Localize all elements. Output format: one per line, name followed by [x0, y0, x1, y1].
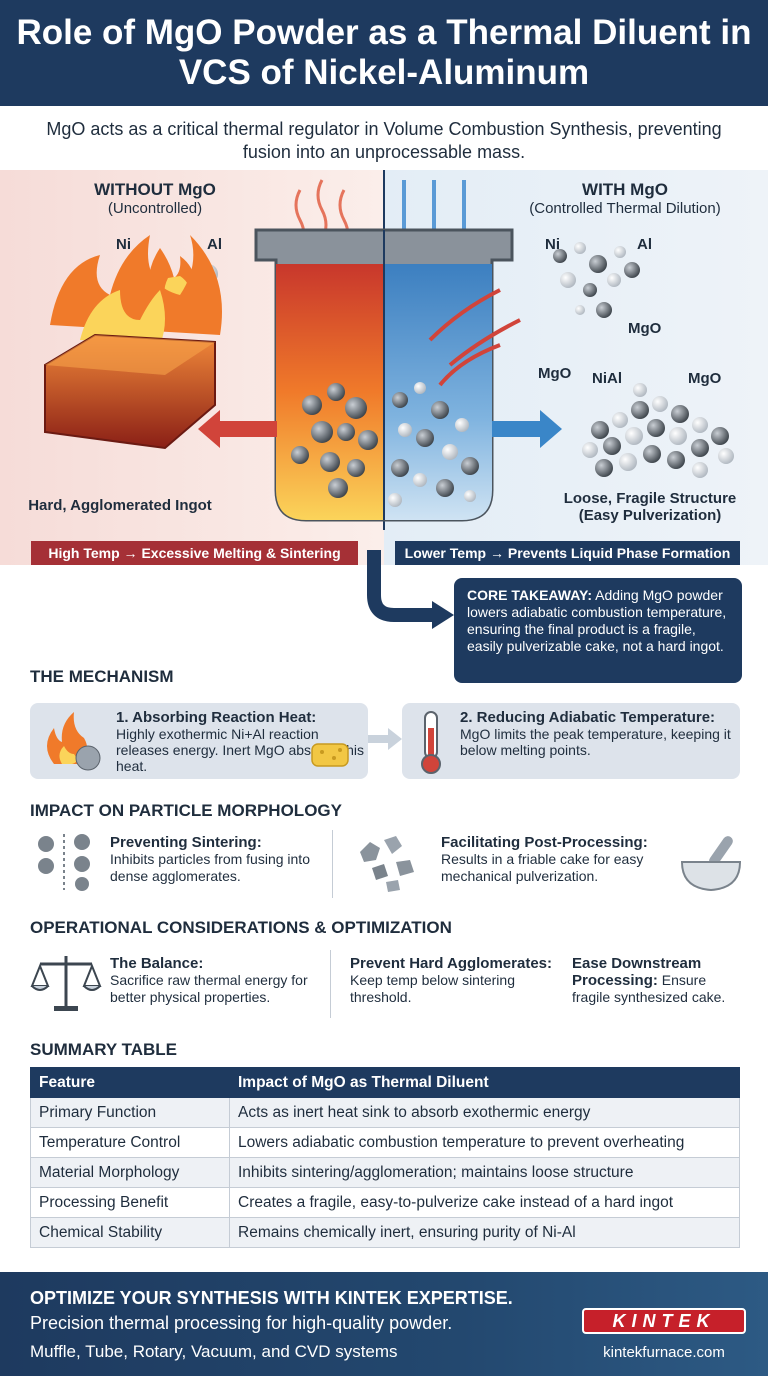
flame-sponge-icon — [47, 712, 101, 771]
without-mgo-heading: WITHOUT MgO (Uncontrolled) — [40, 180, 270, 217]
morphology-item-2-body: Results in a friable cake for easy mecha… — [441, 851, 644, 884]
loose-structure-caption: Loose, Fragile Structure (Easy Pulveriza… — [550, 490, 750, 524]
operational-item-3-body: Ensure fragile synthesized cake. — [572, 972, 726, 1005]
mechanism-card-2-body: MgO limits the peak temperature, keeping… — [460, 726, 731, 758]
morphology-item-1-title: Preventing Sintering: — [110, 834, 262, 851]
mgo-label-pile: MgO — [688, 370, 722, 387]
table-row: Temperature Control Lowers adiabatic com… — [30, 1127, 740, 1158]
sponge-icon — [311, 743, 349, 767]
intro-text: MgO acts as a critical thermal regulator… — [46, 119, 722, 162]
footer-banner: OPTIMIZE YOUR SYNTHESIS WITH KINTEK EXPE… — [0, 1272, 768, 1376]
table-cell-feature: Material Morphology — [30, 1157, 230, 1188]
mechanism-card-2-text: 2. Reducing Adiabatic Temperature: MgO l… — [460, 709, 738, 759]
vessel-illustration — [0, 170, 768, 565]
operational-item-3-title: Ease Downstream Processing: — [572, 955, 702, 989]
with-mgo-subtitle: (Controlled Thermal Dilution) — [529, 200, 721, 217]
operational-item-2-body: Keep temp below sintering threshold. — [350, 972, 515, 1005]
summary-title: SUMMARY TABLE — [30, 1040, 178, 1059]
table-cell-impact: Creates a fragile, easy-to-pulverize cak… — [229, 1187, 740, 1218]
footer-subline: Precision thermal processing for high-qu… — [30, 1313, 453, 1333]
morphology-item-2: Facilitating Post-Processing: Results in… — [441, 834, 711, 885]
ni-label-left: Ni — [116, 236, 131, 253]
morphology-item-1-body: Inhibits particles from fusing into dens… — [110, 851, 310, 884]
table-row: Material Morphology Inhibits sintering/a… — [30, 1157, 740, 1188]
morphology-item-1: Preventing Sintering: Inhibits particles… — [110, 834, 325, 885]
low-temp-banner: Lower Temp → Prevents Liquid Phase Forma… — [395, 541, 740, 565]
operational-item-1-body: Sacrifice raw thermal energy for better … — [110, 972, 308, 1005]
footer-headline: OPTIMIZE YOUR SYNTHESIS WITH KINTEK EXPE… — [30, 1288, 513, 1308]
table-header-row: Feature Impact of MgO as Thermal Diluent — [30, 1067, 740, 1098]
mechanism-card-2-title: 2. Reducing Adiabatic Temperature: — [460, 709, 716, 726]
morphology-title: IMPACT ON PARTICLE MORPHOLOGY — [30, 801, 342, 820]
crushed-cake-icon — [360, 836, 414, 892]
al-label-right: Al — [637, 236, 652, 253]
operational-item-2-title: Prevent Hard Agglomerates: — [350, 955, 553, 972]
table-row: Chemical Stability Remains chemically in… — [30, 1217, 740, 1248]
table-header-impact: Impact of MgO as Thermal Diluent — [229, 1067, 740, 1098]
table-cell-feature: Chemical Stability — [30, 1217, 230, 1248]
takeaway-label: CORE TAKEAWAY: — [467, 587, 592, 603]
mechanism-title: THE MECHANISM — [30, 667, 174, 686]
table-cell-feature: Primary Function — [30, 1097, 230, 1128]
with-mgo-title: WITH MgO — [582, 180, 668, 199]
summary-table: Feature Impact of MgO as Thermal Diluent… — [30, 1067, 740, 1248]
with-mgo-heading: WITH MgO (Controlled Thermal Dilution) — [500, 180, 750, 217]
mortar-pestle-icon — [680, 836, 742, 892]
table-cell-impact: Inhibits sintering/agglomeration; mainta… — [229, 1157, 740, 1188]
mechanism-card-1-title: 1. Absorbing Reaction Heat: — [116, 709, 317, 726]
footer-url-link[interactable]: kintekfurnace.com — [603, 1344, 725, 1361]
table-cell-feature: Processing Benefit — [30, 1187, 230, 1218]
mechanism-card-1-body: Highly exothermic Ni+Al reaction release… — [116, 726, 364, 774]
loose-structure-line1: Loose, Fragile Structure — [563, 490, 737, 507]
table-row: Processing Benefit Creates a fragile, ea… — [30, 1187, 740, 1218]
kintek-logo[interactable]: KINTEK — [582, 1308, 746, 1334]
operational-item-2: Prevent Hard Agglomerates: Keep temp bel… — [350, 955, 560, 1006]
takeaway-text: Adding MgO powder lowers adiabatic combu… — [467, 587, 727, 654]
ingot-caption: Hard, Agglomerated Ingot — [28, 497, 212, 514]
table-cell-impact: Remains chemically inert, ensuring purit… — [229, 1217, 740, 1248]
high-temp-banner: High Temp → Excessive Melting & Sinterin… — [31, 541, 358, 565]
operational-title: OPERATIONAL CONSIDERATIONS & OPTIMIZATIO… — [30, 918, 452, 937]
table-cell-impact: Lowers adiabatic combustion temperature … — [229, 1127, 740, 1158]
page-title: Role of MgO Powder as a Thermal Diluent … — [16, 13, 752, 92]
separated-particles-icon — [38, 834, 90, 891]
operational-item-1: The Balance: Sacrifice raw thermal energ… — [110, 955, 325, 1006]
thermometer-icon — [421, 711, 441, 774]
without-mgo-title: WITHOUT MgO — [94, 180, 216, 199]
takeaway-arrow-icon — [367, 565, 454, 629]
table-cell-impact: Acts as inert heat sink to absorb exothe… — [229, 1097, 740, 1128]
table-header-feature: Feature — [30, 1067, 230, 1098]
table-row: Primary Function Acts as inert heat sink… — [30, 1097, 740, 1128]
mgo-label-cluster: MgO — [628, 320, 662, 337]
morphology-item-2-title: Facilitating Post-Processing: — [441, 834, 648, 851]
mechanism-arrow-icon — [368, 728, 402, 750]
operational-item-1-title: The Balance: — [110, 955, 204, 972]
mechanism-card-2 — [402, 703, 740, 779]
operational-item-3: Ease Downstream Processing: Ensure fragi… — [572, 955, 747, 1006]
mechanism-card-1-text: 1. Absorbing Reaction Heat: Highly exoth… — [116, 709, 366, 775]
table-cell-feature: Temperature Control — [30, 1127, 230, 1158]
mgo-label-vessel: MgO — [538, 365, 572, 382]
loose-structure-line2: (Easy Pulverization) — [578, 507, 722, 524]
ni-label-right: Ni — [545, 236, 560, 253]
morphology-divider — [332, 830, 333, 898]
operational-divider — [330, 950, 331, 1018]
nial-label-pile: NiAl — [592, 370, 622, 387]
comparison-illustration: WITHOUT MgO (Uncontrolled) WITH MgO (Con… — [0, 170, 768, 565]
page-header: Role of MgO Powder as a Thermal Diluent … — [0, 0, 768, 106]
without-mgo-subtitle: (Uncontrolled) — [107, 200, 203, 217]
balance-scale-icon — [30, 956, 102, 1011]
al-label-left: Al — [207, 236, 222, 253]
footer-systems: Muffle, Tube, Rotary, Vacuum, and CVD sy… — [30, 1342, 398, 1361]
core-takeaway-box: CORE TAKEAWAY: Adding MgO powder lowers … — [454, 578, 742, 683]
